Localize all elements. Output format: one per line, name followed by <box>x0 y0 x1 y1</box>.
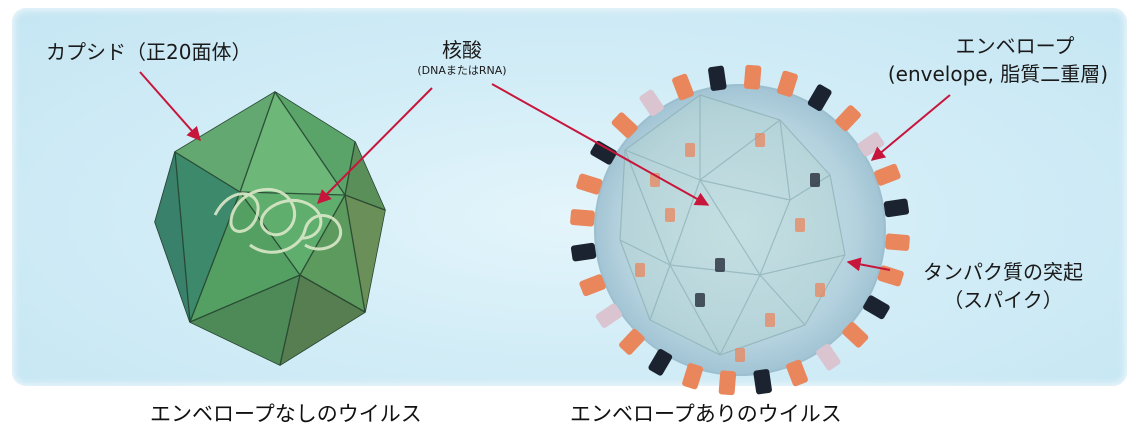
spike <box>885 233 910 251</box>
spike <box>874 163 901 186</box>
spike-arrow <box>846 257 891 272</box>
spike <box>648 349 673 376</box>
spike <box>857 132 885 157</box>
nucleic-acid-sublabel: (DNAまたはRNA) <box>417 64 507 77</box>
nucleic-acid-arrow-left <box>317 87 433 204</box>
spike-sublabel: （スパイク） <box>943 288 1063 312</box>
inner-spike <box>665 208 675 222</box>
envelope-label: エンベロープ <box>955 34 1075 58</box>
spike <box>863 295 890 320</box>
inner-spike <box>815 283 825 297</box>
spike <box>753 369 772 395</box>
spike <box>807 84 832 111</box>
spike <box>639 89 664 117</box>
spike <box>579 274 606 297</box>
spike <box>570 242 597 262</box>
inner-spike <box>735 348 745 362</box>
spike <box>619 328 645 355</box>
caption-with-envelope: エンベロープありのウイルス <box>570 402 842 426</box>
spike <box>708 65 727 91</box>
spike <box>611 112 638 139</box>
arrows <box>139 71 951 272</box>
capsid-arrow <box>139 71 201 142</box>
inner-spike <box>695 293 705 307</box>
inner-spike <box>755 133 765 147</box>
spikes <box>570 64 910 396</box>
inner-spike <box>685 143 695 157</box>
spike <box>883 198 910 218</box>
spike <box>718 370 737 396</box>
inner-capsid <box>619 94 846 356</box>
nucleic-acid-label: 核酸 <box>442 38 482 62</box>
spike <box>776 70 798 97</box>
inner-spike <box>810 173 820 187</box>
capsid-icosahedron <box>154 91 386 366</box>
inner-spike-dots <box>635 133 825 362</box>
spike <box>743 64 762 90</box>
envelope-arrow <box>870 94 951 161</box>
inner-spike <box>715 258 725 272</box>
envelope <box>594 84 886 376</box>
spike <box>576 173 603 195</box>
spike <box>682 363 704 390</box>
spike <box>877 265 904 287</box>
spike <box>570 209 595 227</box>
nucleic-acid-arrow-right <box>491 83 710 206</box>
spike <box>842 321 869 348</box>
spike <box>816 343 841 371</box>
spike <box>672 73 694 101</box>
inner-spike <box>795 218 805 232</box>
inner-spike <box>635 263 645 277</box>
inner-spike <box>765 313 775 327</box>
spike <box>786 359 808 387</box>
spike <box>595 303 623 328</box>
spike <box>835 105 861 132</box>
envelope-sublabel: (envelope, 脂質二重層) <box>887 62 1109 86</box>
nucleic-acid-strand <box>213 187 343 254</box>
capsid-label: カプシド（正20面体） <box>46 40 252 64</box>
caption-without-envelope: エンベロープなしのウイルス <box>150 402 422 426</box>
spike-label: タンパク質の突起 <box>923 260 1083 284</box>
spike <box>590 140 617 165</box>
